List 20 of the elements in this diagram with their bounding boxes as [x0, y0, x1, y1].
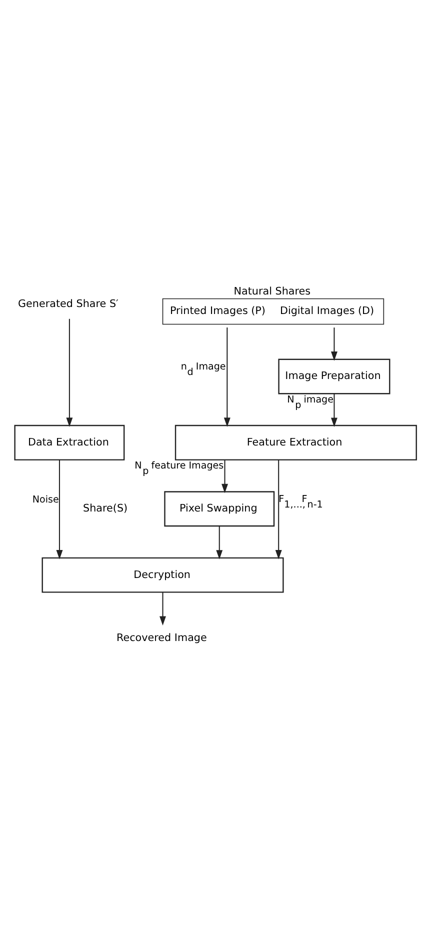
arrow	[222, 460, 228, 494]
node-box: Feature Extraction	[174, 424, 417, 460]
arrow	[160, 592, 166, 626]
arrow	[330, 328, 338, 361]
node-box: Decryption	[42, 557, 284, 593]
node-label: Natural Shares	[234, 285, 311, 298]
node-box: Image Preparation	[278, 358, 390, 394]
arrow	[56, 460, 63, 560]
node-text: Recovered Image	[116, 632, 207, 644]
arrow	[275, 460, 282, 560]
arrow	[216, 526, 223, 560]
arrow	[224, 327, 230, 427]
arrow	[330, 394, 338, 427]
node-box: Pixel Swapping	[164, 491, 275, 527]
node-box: Printed Images (P) Digital Images (D)	[162, 298, 384, 325]
node-box: Data Extraction	[14, 424, 125, 460]
edge-label: Noise	[32, 494, 59, 506]
arrow	[66, 318, 73, 427]
label: Share(S)	[83, 502, 128, 515]
node-text: Generated Share S′	[18, 298, 118, 310]
